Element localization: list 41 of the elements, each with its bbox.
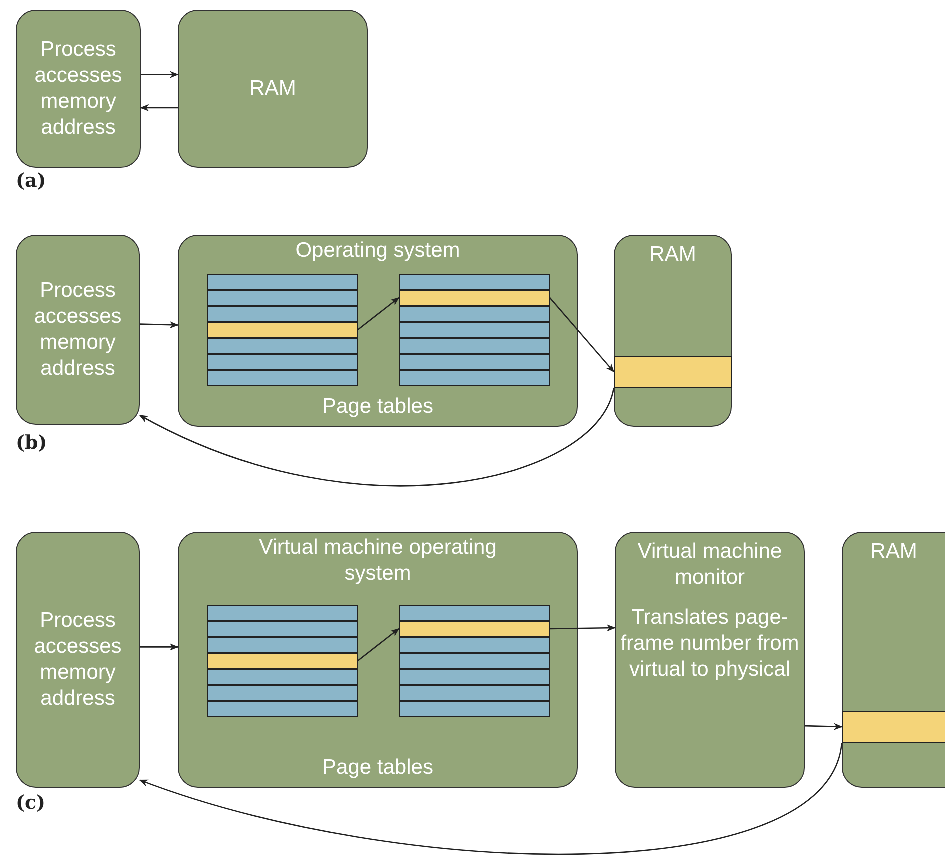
process-box [16, 532, 140, 788]
process-box [16, 10, 141, 168]
arrow [550, 298, 615, 373]
arrow [358, 628, 400, 662]
box-title: Process accesses memory address [33, 278, 123, 382]
page-table [207, 274, 358, 386]
page-frame-bar [842, 711, 945, 743]
box-caption: Page tables [322, 755, 434, 781]
operating-system-box [178, 235, 578, 427]
box-title: RAM [870, 539, 918, 565]
arrow [140, 644, 179, 651]
arrow [139, 742, 843, 855]
process-box [16, 235, 140, 425]
virtual-machine-os-box [178, 532, 578, 788]
box-caption: Translates page-frame number from virtual to physical [620, 605, 800, 683]
page-table [207, 605, 358, 717]
arrow [140, 104, 178, 112]
arrow [141, 71, 179, 78]
box-title: Virtual machine monitor [636, 539, 784, 591]
part-label: (b) [16, 432, 48, 454]
ram-box [178, 10, 368, 168]
part-label: (a) [16, 170, 46, 192]
box-title: Operating system [296, 238, 460, 264]
arrow [804, 723, 843, 730]
arrow [140, 321, 179, 329]
part-label: (c) [16, 792, 46, 814]
box-title: Virtual machine operating system [258, 535, 498, 587]
ram-box [842, 532, 945, 788]
box-title: Process accesses memory address [33, 608, 123, 712]
arrow [139, 388, 615, 487]
virtual-machine-monitor-box [615, 532, 805, 788]
page-table [399, 274, 550, 386]
box-title: RAM [650, 242, 696, 268]
box-title: RAM [250, 76, 296, 102]
arrow [358, 297, 400, 331]
arrow [550, 624, 616, 632]
box-title: Process accesses memory address [34, 37, 124, 141]
page-table [399, 605, 550, 717]
ram-box [614, 235, 732, 427]
page-frame-bar [614, 356, 732, 388]
box-caption: Page tables [322, 394, 434, 420]
